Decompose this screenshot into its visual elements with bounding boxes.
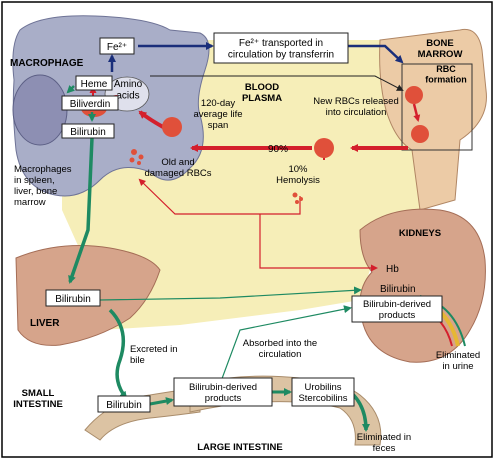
large-intestine-title: LARGE INTESTINE	[197, 442, 283, 453]
fe-label: Fe²⁺	[107, 42, 127, 53]
rbc-circulating	[162, 117, 182, 137]
kidneys-title: KIDNEYS	[399, 228, 441, 239]
liver-title: LIVER	[30, 318, 60, 329]
macrophage-nucleus	[13, 75, 67, 145]
hb-label: Hb	[386, 264, 399, 275]
biliverdin-label: Biliverdin	[70, 99, 111, 110]
bilirubin-liver-label: Bilirubin	[55, 294, 91, 305]
bilirubin-intestine-label: Bilirubin	[106, 400, 142, 411]
heme-label: Heme	[81, 79, 108, 90]
macrophage-title: MACROPHAGE	[10, 58, 84, 69]
rbc-new	[314, 138, 334, 158]
bilirubin-macrophage-label: Bilirubin	[70, 127, 106, 138]
ninety-label: 90%	[268, 144, 288, 155]
bilirubin-kidney-label: Bilirubin	[380, 284, 416, 295]
marrow-rbc-top	[405, 86, 423, 104]
marrow-rbc-bottom	[411, 125, 429, 143]
